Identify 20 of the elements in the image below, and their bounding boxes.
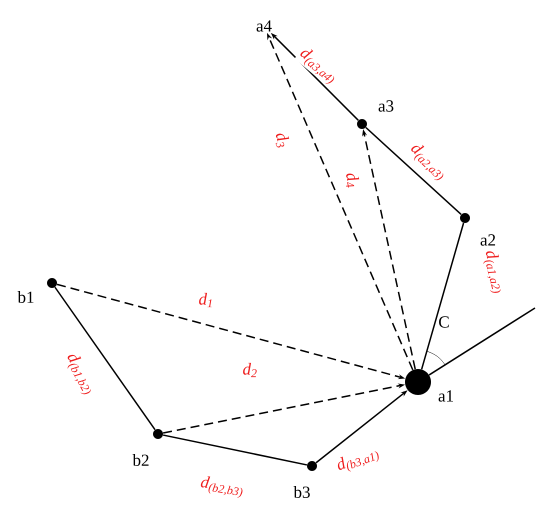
- edge-label: d$_{(b2,b3)}$: [198, 474, 246, 500]
- edge-label: d$_{1}$: [198, 292, 214, 308]
- line: [420, 222, 464, 370]
- edge-label: d$_{3}$: [272, 129, 292, 151]
- point-label: a2: [480, 234, 496, 246]
- point-label: b1: [18, 291, 34, 303]
- line: [54, 286, 156, 430]
- edge-label: d$_{(b3,a1)}$: [333, 443, 383, 477]
- line: [365, 126, 462, 216]
- edge-label: d$_{4}$: [342, 170, 362, 190]
- line: [162, 434, 308, 466]
- point-label: a3: [378, 100, 394, 112]
- point-label: b2: [132, 454, 149, 466]
- edge-label: d$_{(a1,a2)}$: [479, 248, 509, 296]
- line: [428, 307, 536, 376]
- point-label: a4: [256, 20, 272, 32]
- angle-label: C: [439, 316, 449, 328]
- point-label: a1: [438, 390, 453, 402]
- point-label: b3: [294, 486, 310, 498]
- edge-label: d$_{2}$: [242, 362, 258, 378]
